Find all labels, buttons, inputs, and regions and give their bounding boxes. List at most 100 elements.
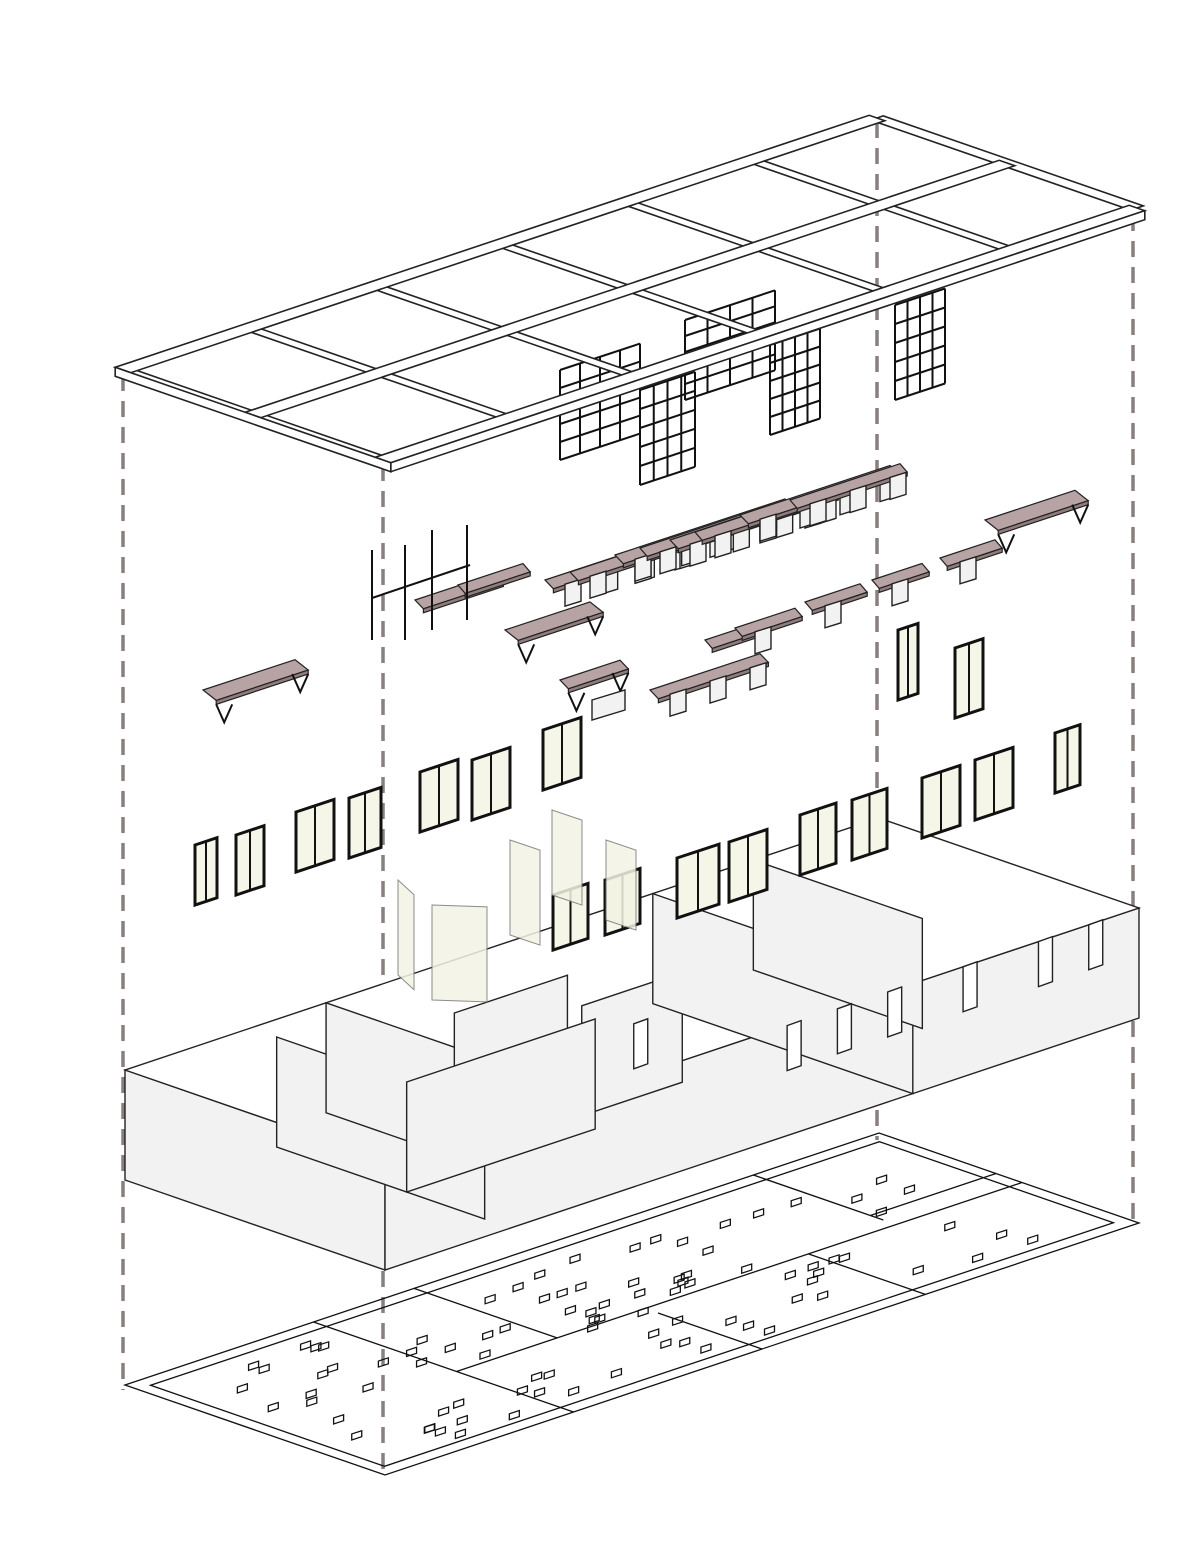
plan-furniture — [634, 1287, 646, 1299]
shelf-rail — [559, 414, 641, 443]
plan-wall-line — [753, 1174, 884, 1221]
wall-opening — [836, 1002, 853, 1055]
plan-furniture — [258, 1363, 270, 1375]
plan-furniture — [812, 1267, 825, 1279]
roof-edge-face — [114, 366, 392, 473]
plan-furniture — [247, 1360, 260, 1372]
plan-furniture — [299, 1340, 312, 1352]
plan-furniture — [416, 1334, 428, 1346]
shelf-rail — [894, 306, 946, 325]
plan-furniture — [637, 1306, 649, 1318]
shelf-rail — [639, 427, 696, 448]
drawer-unit — [891, 577, 909, 607]
plan-furniture — [567, 1385, 580, 1397]
plan-furniture — [763, 1325, 776, 1336]
plan-furniture — [702, 1245, 714, 1257]
shelf-rail — [769, 363, 821, 382]
plan-furniture — [784, 1269, 796, 1281]
shelf-rail — [639, 465, 696, 486]
plan-furniture — [971, 1252, 984, 1264]
plan-furniture — [719, 1218, 731, 1230]
plan-furniture — [512, 1281, 524, 1293]
plan-furniture — [434, 1425, 447, 1437]
plan-furniture — [305, 1388, 317, 1400]
plan-furniture — [679, 1336, 691, 1348]
shelf-rail — [769, 345, 821, 364]
plan-furniture — [673, 1273, 685, 1285]
plan-furniture — [267, 1401, 279, 1413]
plan-furniture — [516, 1385, 529, 1396]
shelf-rail — [894, 363, 946, 382]
plan-furniture — [671, 1315, 684, 1327]
wall-opening — [786, 1019, 802, 1072]
plan-furniture — [508, 1409, 520, 1421]
shelf-rail — [894, 344, 946, 363]
plan-furniture — [725, 1315, 737, 1327]
wall-opening — [1088, 918, 1104, 971]
reception-counter — [591, 689, 626, 721]
drawer-unit — [659, 545, 677, 575]
glass-partition — [509, 839, 541, 946]
drawer-unit — [754, 625, 772, 655]
plan-furniture — [791, 1293, 803, 1304]
glass-partition — [605, 839, 637, 931]
table-leg — [517, 643, 536, 665]
shelf-rail — [684, 369, 776, 401]
floor-inner-outline — [148, 1141, 1116, 1467]
plan-furniture — [669, 1285, 681, 1297]
plan-furniture — [742, 1320, 755, 1332]
wall-opening — [633, 1017, 649, 1070]
shelf-rail — [894, 287, 946, 306]
drawer-unit — [849, 484, 867, 514]
plan-furniture — [790, 1196, 802, 1208]
plan-furniture — [629, 1242, 641, 1254]
drawer-unit — [669, 688, 687, 718]
plan-furniture — [587, 1321, 599, 1333]
plan-furniture — [456, 1414, 468, 1426]
glass-partition — [397, 878, 415, 991]
table-leg — [567, 692, 586, 714]
plan-furniture — [482, 1329, 494, 1341]
plan-furniture — [684, 1277, 696, 1289]
plan-furniture — [310, 1341, 322, 1353]
plan-furniture — [437, 1406, 450, 1418]
drawer-unit — [809, 497, 827, 527]
plan-furniture — [484, 1293, 496, 1305]
roof-frame-layer — [112, 114, 1148, 473]
plan-furniture — [648, 1328, 660, 1340]
plan-furniture — [741, 1263, 753, 1275]
plan-furniture — [318, 1340, 330, 1352]
drawer-unit — [889, 471, 907, 501]
windows-layer — [193, 621, 1082, 1003]
shelf-rail — [639, 446, 696, 467]
plan-wall-line — [456, 1181, 1023, 1373]
table-top — [201, 658, 310, 702]
plan-furniture — [995, 1229, 1008, 1241]
drawer-unit — [564, 578, 582, 608]
plan-furniture — [479, 1349, 491, 1361]
shelf-rail — [769, 399, 821, 418]
wall-opening — [886, 986, 903, 1038]
wall-opening — [962, 960, 978, 1013]
shelf-rail — [684, 321, 776, 353]
plan-furniture — [676, 1236, 689, 1248]
table-leg — [291, 673, 310, 695]
plan-wall-line — [413, 1287, 558, 1339]
plan-furniture — [453, 1398, 465, 1410]
plan-wall-line — [657, 1312, 763, 1350]
shelf-rail — [559, 360, 641, 389]
plan-furniture — [912, 1264, 924, 1276]
plan-furniture — [499, 1322, 511, 1334]
plan-furniture — [575, 1281, 587, 1293]
plan-furniture — [588, 1313, 600, 1325]
plan-furniture — [317, 1368, 329, 1380]
plan-furniture — [556, 1287, 568, 1299]
drawer-unit — [824, 599, 842, 629]
plan-furniture — [752, 1207, 765, 1219]
shelf-rail — [894, 325, 946, 344]
shelf-rail — [559, 432, 641, 461]
plan-furniture — [423, 1423, 435, 1435]
plan-furniture — [306, 1396, 318, 1408]
interior-wall — [752, 859, 924, 1030]
drawer-unit — [959, 555, 977, 585]
